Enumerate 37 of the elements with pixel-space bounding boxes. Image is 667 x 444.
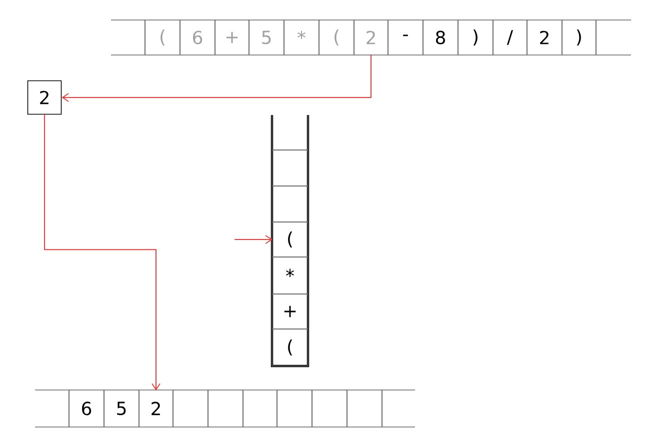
empty-cell [276,390,312,428]
empty-cell [596,20,632,56]
cell: + [214,20,250,56]
empty-cell [110,20,146,56]
cell: 2 [526,20,562,56]
cell: ( [318,20,354,56]
cell: ( [272,222,308,258]
cell: ( [144,20,180,56]
cell: 6 [180,20,216,56]
empty-cell [208,390,244,428]
cell: 8 [422,20,458,56]
value-box: 2 [27,80,62,115]
cell: 2 [138,390,174,428]
cell: 5 [248,20,284,56]
empty-cell [312,390,348,428]
cell: / [492,20,528,56]
cell: * [272,256,308,294]
cell: ( [272,328,308,366]
arrow [62,54,372,102]
cell: ) [458,20,494,56]
cell: ) [562,20,596,56]
empty-cell [172,390,208,428]
empty-cell [34,390,70,428]
empty-cell [272,186,308,222]
cell: - [388,20,424,56]
empty-cell [272,114,308,150]
cell: * [284,20,320,56]
empty-cell [242,390,278,428]
arrow [234,235,273,244]
cell: 2 [354,20,388,56]
empty-cell [382,390,416,428]
cell: 6 [68,390,104,428]
empty-cell [346,390,382,428]
arrow [44,114,160,391]
empty-cell [272,150,308,186]
cell: + [272,294,308,330]
cell: 5 [104,390,140,428]
